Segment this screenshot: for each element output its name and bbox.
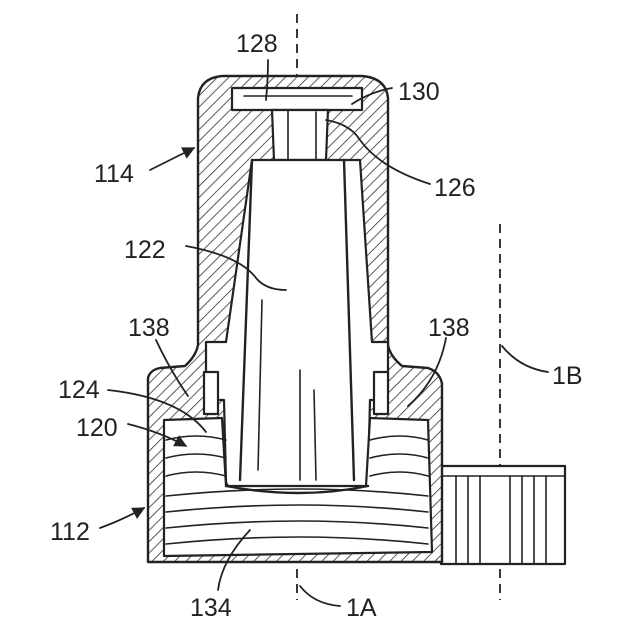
leader-1a	[300, 586, 340, 606]
label-1b: 1B	[552, 362, 583, 390]
label-114: 114	[94, 160, 134, 188]
label-124: 124	[58, 376, 100, 404]
label-128: 128	[236, 30, 278, 58]
label-138-left: 138	[128, 314, 170, 342]
leader-114	[150, 148, 194, 170]
right-post	[374, 372, 388, 414]
label-122: 122	[124, 236, 166, 264]
side-tab	[441, 466, 565, 564]
label-120: 120	[76, 414, 118, 442]
label-112: 112	[50, 518, 90, 546]
inner-neck	[272, 110, 328, 160]
top-recess	[232, 88, 362, 110]
label-130: 130	[398, 78, 440, 106]
leader-1b	[502, 346, 548, 372]
leader-112	[100, 508, 144, 528]
label-138-right: 138	[428, 314, 470, 342]
label-126: 126	[434, 174, 476, 202]
left-post	[204, 372, 218, 414]
label-134: 134	[190, 594, 232, 622]
label-1a: 1A	[346, 594, 377, 622]
